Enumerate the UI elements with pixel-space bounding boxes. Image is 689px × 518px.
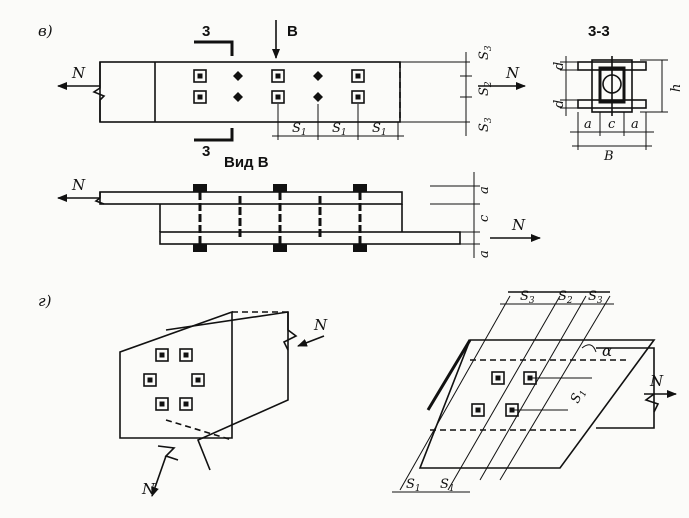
dim-s2: S2 bbox=[558, 289, 573, 306]
bolt bbox=[193, 69, 207, 83]
dim-c: c bbox=[477, 214, 492, 222]
skew-joint-right: S1 N α S3 S2 S3 S1 S1 bbox=[392, 289, 677, 494]
section-mark-label: 3 bbox=[202, 143, 210, 160]
section-3-3: 3-3 h d d a bbox=[552, 23, 684, 164]
force-label: N bbox=[511, 216, 526, 234]
force-label: N bbox=[141, 480, 156, 498]
angle-label: α bbox=[602, 342, 612, 360]
force-label: N bbox=[71, 64, 86, 82]
panel-v: в) N bbox=[38, 20, 684, 258]
bolt bbox=[271, 90, 285, 104]
bolt-far-side bbox=[313, 71, 323, 81]
dim-s3: S3 bbox=[588, 289, 603, 306]
section-title: 3-3 bbox=[588, 23, 610, 40]
dim-s3-top: S3 bbox=[477, 45, 494, 60]
plate-outline bbox=[418, 339, 656, 469]
plate-back bbox=[119, 310, 233, 439]
force-arrow bbox=[151, 455, 167, 497]
break-mark-left bbox=[92, 62, 106, 122]
panel-g-label: г) bbox=[38, 292, 52, 310]
force-label: N bbox=[71, 176, 86, 194]
svg-text:S3: S3 bbox=[477, 117, 494, 132]
panel-g: г) N N bbox=[38, 289, 677, 498]
force-label: N bbox=[313, 316, 328, 334]
section-mark-label: 3 bbox=[202, 23, 210, 40]
break-mark bbox=[644, 393, 660, 413]
force-arrow bbox=[297, 335, 325, 347]
force-label: N bbox=[505, 64, 520, 82]
dim-s1: S1 bbox=[568, 386, 590, 406]
dim-a: a bbox=[477, 250, 492, 258]
dim-a: a bbox=[584, 117, 592, 132]
bolt-pattern-plan bbox=[193, 69, 365, 104]
bolt bbox=[351, 90, 365, 104]
member bbox=[596, 347, 655, 429]
dim-s1: S1 bbox=[292, 121, 307, 138]
view-v: Вид В bbox=[57, 154, 541, 258]
bolt-far-side bbox=[233, 71, 243, 81]
upper-plate bbox=[99, 191, 403, 205]
dim-h: h bbox=[669, 84, 684, 92]
dim-s1: S1 bbox=[406, 477, 421, 494]
bolts-side bbox=[193, 184, 367, 252]
plate-outline bbox=[99, 61, 401, 123]
dim-d: d bbox=[552, 100, 567, 108]
skew-joint-left: N N bbox=[119, 310, 328, 498]
plate-front bbox=[165, 311, 289, 471]
svg-text:S3: S3 bbox=[477, 45, 494, 60]
dim-s1: S1 bbox=[372, 121, 387, 138]
svg-text:S2: S2 bbox=[477, 81, 494, 96]
bolt bbox=[193, 90, 207, 104]
section-mark-top bbox=[194, 40, 234, 56]
dim-s1: S1 bbox=[440, 477, 455, 494]
break-mark bbox=[282, 312, 298, 351]
view-mark-label: В bbox=[287, 23, 298, 40]
view-title: Вид В bbox=[224, 154, 269, 171]
dim-b: B bbox=[603, 149, 614, 164]
section-mark-bottom bbox=[194, 128, 234, 142]
dim-s2: S2 bbox=[477, 81, 494, 96]
dim-s3: S3 bbox=[520, 289, 535, 306]
bolt bbox=[271, 69, 285, 83]
dim-s3-bottom: S3 bbox=[477, 117, 494, 132]
dim-a: a bbox=[477, 186, 492, 194]
dim-s1: S1 bbox=[332, 121, 347, 138]
panel-v-label: в) bbox=[38, 22, 53, 40]
bolt-far-side bbox=[313, 92, 323, 102]
force-label: N bbox=[649, 372, 664, 390]
dim-c: c bbox=[608, 117, 616, 132]
lower-plate bbox=[159, 231, 461, 245]
dim-d: d bbox=[552, 62, 567, 70]
bolt bbox=[351, 69, 365, 83]
dim-a: a bbox=[631, 117, 639, 132]
bolt-far-side bbox=[233, 92, 243, 102]
plan-view: N N 3 3 В S3 S2 S3 bbox=[57, 20, 526, 160]
